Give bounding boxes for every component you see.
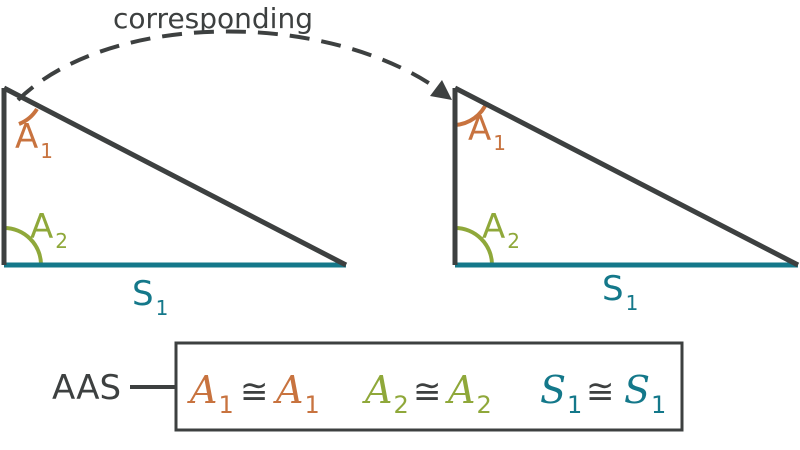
- congruence-symbol: ≅: [413, 372, 442, 412]
- statement-s1: S1 ≅ S1: [540, 368, 666, 419]
- left-hypotenuse: [2, 85, 348, 268]
- criterion-label: AAS: [52, 368, 121, 408]
- statement-a1-right: A1: [273, 368, 320, 419]
- arrow-head-icon: [430, 80, 452, 100]
- right-angle-a2-arc: [454, 226, 494, 266]
- statement-a2: A2 ≅ A2: [362, 368, 492, 419]
- congruence-symbol: ≅: [240, 372, 269, 412]
- left-angle-a1-arc: [18, 107, 39, 126]
- statement-a1-left: A1: [187, 368, 234, 419]
- statement-s1-left: S1: [540, 368, 582, 419]
- congruence-symbol: ≅: [586, 372, 615, 412]
- statement-a2-left: A2: [362, 368, 409, 419]
- statement-s1-right: S1: [624, 368, 666, 419]
- statement-a2-right: A2: [445, 368, 492, 419]
- arrow-caption: corresponding: [113, 2, 313, 35]
- correspondence-arrow: [16, 29, 444, 102]
- right-hypotenuse: [453, 85, 800, 268]
- statement-a1: A1 ≅ A1: [187, 368, 320, 419]
- congruence-box: [174, 341, 684, 432]
- left-angle-a2-arc: [3, 226, 43, 266]
